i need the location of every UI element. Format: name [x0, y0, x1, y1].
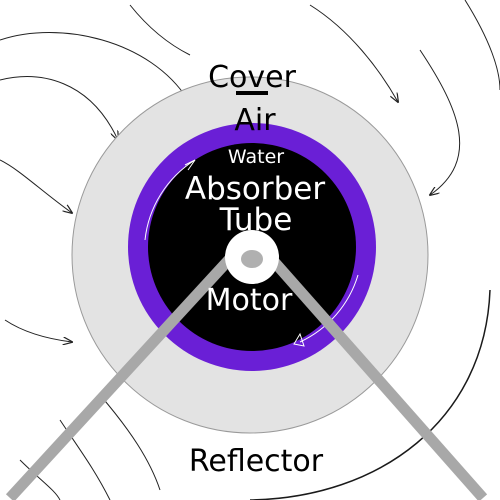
ray-left-2 — [4, 319, 72, 342]
label-absorber: Absorber — [185, 171, 325, 207]
ray-top-right-1 — [309, 4, 398, 102]
flow-arrow-top — [184, 159, 196, 171]
label-air: Air — [234, 103, 276, 138]
ray-top-left-1 — [0, 32, 188, 101]
reflector-arc — [249, 289, 491, 500]
ray-bottom-1 — [99, 394, 161, 491]
ray-right-2 — [464, 0, 500, 91]
ray-top-left-2 — [0, 76, 118, 140]
water-flow-arrows — [144, 159, 359, 347]
support-leg-left — [5, 248, 241, 500]
ray-bottom-3 — [19, 459, 61, 500]
label-reflector: Reflector — [189, 444, 324, 479]
support-leg-right — [265, 253, 488, 500]
cover-label-underline — [236, 91, 268, 95]
ray-right-1 — [419, 49, 461, 195]
flow-arc-top — [144, 159, 196, 241]
flow-arc-bottom — [299, 274, 359, 343]
ray-bottom-2 — [59, 419, 111, 500]
ray-top-1 — [129, 4, 191, 56]
flow-arrow-bottom — [293, 332, 305, 347]
ray-left-1 — [0, 159, 72, 213]
label-motor: Motor — [206, 283, 293, 318]
motor-hub — [241, 250, 263, 268]
support-legs — [5, 248, 488, 500]
label-cover: Cover — [208, 60, 297, 95]
label-water: Water — [228, 146, 284, 168]
label-tube: Tube — [219, 202, 293, 238]
